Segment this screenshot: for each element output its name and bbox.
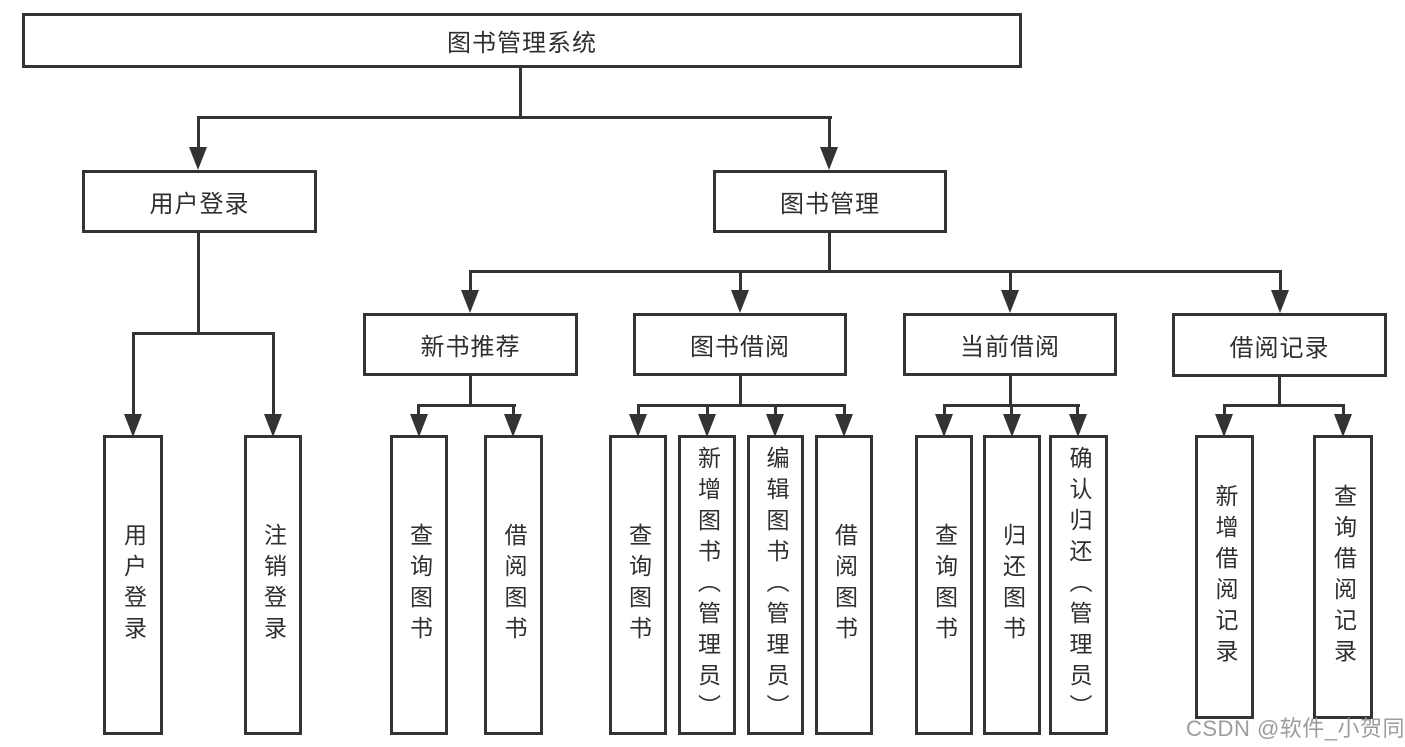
arrow-down-icon [935, 414, 953, 437]
leaf-borrow-books-label: 借阅图书 [831, 523, 858, 647]
node-book-borrow: 图书借阅 [633, 313, 847, 376]
connector-line [774, 404, 777, 416]
arrow-down-icon [1003, 414, 1021, 437]
connector-line [519, 68, 522, 119]
connector-line [706, 404, 709, 416]
arrow-down-icon [698, 414, 716, 437]
connector-line [469, 270, 1282, 273]
arrow-down-icon [1271, 290, 1289, 313]
leaf-add-borrow-record-label: 新增借阅记录 [1212, 484, 1238, 670]
node-root: 图书管理系统 [22, 13, 1022, 68]
connector-line [1342, 404, 1345, 416]
node-new-book-recommend-label: 新书推荐 [420, 334, 521, 361]
leaf-query-borrow-record: 查询借阅记录 [1313, 435, 1373, 719]
arrow-down-icon [504, 414, 522, 437]
leaf-confirm-return-admin: 确认归还（管理员） [1049, 435, 1108, 735]
leaf-query-books-recommend-label: 查询图书 [406, 523, 433, 647]
connector-line [417, 404, 516, 407]
leaf-user-login-label: 用户登录 [120, 523, 147, 647]
leaf-logout-label: 注销登录 [260, 523, 287, 647]
connector-line [637, 404, 640, 416]
connector-line [132, 332, 135, 417]
arrow-down-icon [1215, 414, 1233, 437]
arrow-down-icon [461, 290, 479, 313]
leaf-borrow-books-recommend-label: 借阅图书 [501, 523, 527, 647]
connector-line [1076, 404, 1079, 416]
arrow-down-icon [1069, 414, 1087, 437]
connector-line [739, 376, 742, 407]
leaf-add-borrow-record: 新增借阅记录 [1195, 435, 1254, 719]
leaf-query-books-borrow: 查询图书 [609, 435, 667, 735]
connector-line [132, 332, 275, 335]
connector-line [1278, 377, 1281, 407]
leaf-logout: 注销登录 [244, 435, 302, 735]
node-book-management: 图书管理 [713, 170, 947, 233]
connector-line [1223, 404, 1345, 407]
node-borrow-records: 借阅记录 [1172, 313, 1387, 377]
connector-line [637, 404, 846, 407]
connector-line [1279, 270, 1282, 293]
connector-line [1009, 270, 1012, 293]
arrow-down-icon [264, 414, 282, 437]
leaf-return-book-label: 归还图书 [999, 523, 1026, 647]
arrow-down-icon [1001, 290, 1019, 313]
arrow-down-icon [124, 414, 142, 437]
csdn-watermark: CSDN @软件_小贺同学 [1186, 716, 1405, 741]
connector-line [512, 404, 515, 416]
leaf-query-books-current-label: 查询图书 [931, 523, 958, 647]
leaf-edit-book-admin-label: 编辑图书（管理员） [763, 445, 789, 725]
connector-line [828, 116, 831, 150]
leaf-borrow-books-recommend: 借阅图书 [484, 435, 543, 735]
node-book-management-label: 图书管理 [780, 191, 880, 218]
connector-line [943, 404, 946, 416]
arrow-down-icon [835, 414, 853, 437]
connector-line [1223, 404, 1226, 416]
leaf-edit-book-admin: 编辑图书（管理员） [747, 435, 804, 735]
node-root-label: 图书管理系统 [447, 30, 597, 57]
connector-line [417, 404, 420, 416]
leaf-user-login: 用户登录 [103, 435, 163, 735]
leaf-add-book-admin-label: 新增图书（管理员） [694, 445, 721, 725]
leaf-query-books-current: 查询图书 [915, 435, 973, 735]
node-current-borrow: 当前借阅 [903, 313, 1117, 376]
connector-line [197, 233, 200, 335]
node-user-login: 用户登录 [82, 170, 317, 233]
connector-line [469, 376, 472, 407]
node-current-borrow-label: 当前借阅 [960, 334, 1060, 361]
arrow-down-icon [820, 147, 838, 170]
connector-line [197, 116, 832, 119]
leaf-query-books-borrow-label: 查询图书 [625, 523, 652, 647]
arrow-down-icon [629, 414, 647, 437]
arrow-down-icon [731, 290, 749, 313]
leaf-query-books-recommend: 查询图书 [390, 435, 448, 735]
connector-line [1010, 404, 1013, 416]
leaf-borrow-books: 借阅图书 [815, 435, 873, 735]
leaf-query-borrow-record-label: 查询借阅记录 [1330, 484, 1357, 670]
connector-line [739, 270, 742, 293]
node-borrow-records-label: 借阅记录 [1229, 334, 1330, 362]
node-new-book-recommend: 新书推荐 [363, 313, 578, 376]
leaf-add-book-admin: 新增图书（管理员） [678, 435, 736, 735]
arrow-down-icon [766, 414, 784, 437]
leaf-return-book: 归还图书 [983, 435, 1041, 735]
connector-line [469, 270, 472, 293]
connector-line [197, 116, 200, 150]
leaf-confirm-return-admin-label: 确认归还（管理员） [1066, 445, 1092, 725]
connector-line [1009, 376, 1012, 407]
arrow-down-icon [1334, 414, 1352, 437]
connector-line [843, 404, 846, 416]
connector-line [828, 233, 831, 273]
node-user-login-label: 用户登录 [149, 191, 250, 218]
connector-line [272, 332, 275, 417]
arrow-down-icon [410, 414, 428, 437]
node-book-borrow-label: 图书借阅 [690, 334, 790, 361]
arrow-down-icon [189, 147, 207, 170]
